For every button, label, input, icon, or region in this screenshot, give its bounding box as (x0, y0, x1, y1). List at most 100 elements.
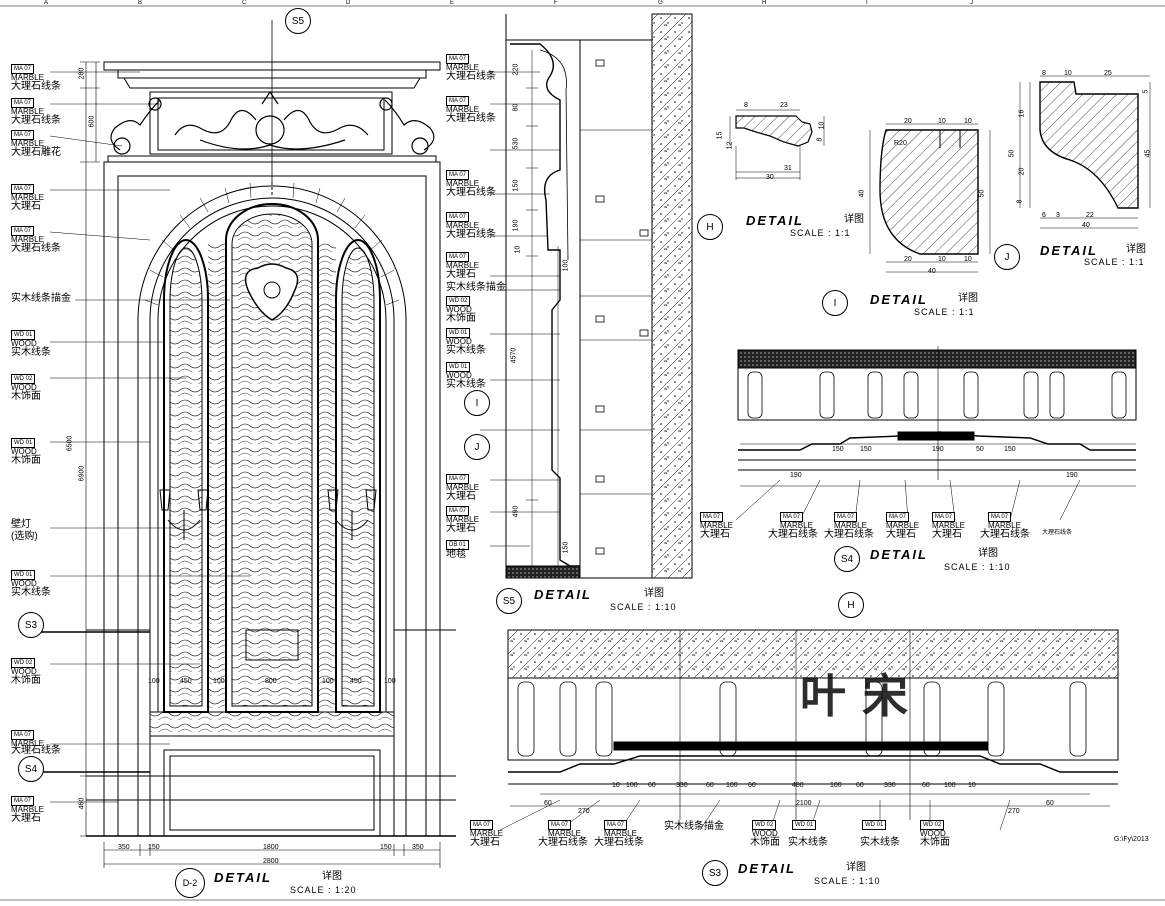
section-marker-s4: S4 (834, 546, 860, 572)
carved-ornament (110, 90, 435, 155)
s3-dim: 60 (648, 782, 656, 789)
label-cn: 实木线条 (11, 347, 51, 358)
main-detail-title: DETAIL (214, 870, 272, 885)
wall-sconce-right (327, 489, 377, 540)
h-dim: 30 (766, 174, 774, 181)
file-path: G:\Fy\2013 (1114, 836, 1149, 843)
i-dim: 40 (928, 268, 936, 275)
s3-detail-scale: SCALE : 1:10 (814, 876, 881, 886)
label-cn: 大理石线条 (980, 529, 1030, 540)
dim-left: 460 (78, 797, 86, 810)
label-cn: 大理石线条 (824, 529, 874, 540)
label-code: WD 01 (11, 438, 36, 448)
label-cn: 大理石线条 (538, 837, 588, 848)
dim-left: 6900 (78, 465, 86, 482)
label-code: MA 07 (470, 820, 494, 830)
label-cn: 实木线条 (788, 837, 828, 848)
label-code: MA 07 (446, 212, 470, 222)
ref-bubble-j: J (464, 434, 490, 460)
s4-detail-title: DETAIL (870, 547, 928, 562)
dim-panel: 450 (350, 678, 362, 685)
s4-detail-title-cn: 详图 (978, 548, 998, 559)
label-en: MARBLE (988, 521, 1021, 530)
label-code: MA 07 (11, 796, 35, 806)
s4-dim: 50 (976, 446, 984, 453)
wall-sconce-left (159, 489, 209, 540)
h-dim: 31 (784, 165, 792, 172)
j-dim: 6 (1042, 212, 1046, 219)
s4-dim: 190 (790, 472, 802, 479)
j-dim: 25 (1104, 70, 1112, 77)
h-dim: 10 (818, 121, 826, 130)
label-cn: 地毯 (446, 549, 466, 560)
label-cn: 大理石 (886, 529, 916, 540)
s3-dim-total: 2100 (796, 800, 812, 807)
label-cn: 大理石线条 (446, 113, 496, 124)
grid-letter-e: E (450, 0, 455, 6)
detail-i (869, 123, 991, 273)
h-dim: 12 (726, 141, 734, 150)
label-cn: 木饰面 (11, 391, 41, 402)
label-en: MARBLE (446, 179, 479, 188)
label-cn: 壁灯 (11, 519, 31, 530)
ref-bubble-j-detail: J (994, 244, 1020, 270)
label-cn: 大理石线条 (446, 229, 496, 240)
section-s3 (499, 629, 1119, 831)
label-en: MARBLE (446, 515, 479, 524)
label-code: WD 02 (920, 820, 945, 830)
label-code: WD 01 (862, 820, 887, 830)
label-en: MARBLE (11, 73, 44, 82)
j-dim: 45 (1144, 149, 1152, 158)
label-en: WOOD (920, 829, 946, 838)
h-dim: 15 (716, 131, 724, 140)
h-dim: 8 (816, 137, 824, 142)
s4-dim: 150 (860, 446, 872, 453)
sheet-border (0, 5, 1165, 901)
watermark-text: 叶 宋 (800, 669, 909, 723)
label-code: MA 07 (11, 130, 35, 140)
label-cn: 大理石 (470, 837, 500, 848)
label-cn: 实木线条描金 (664, 821, 724, 832)
label-code: WD 02 (11, 658, 36, 668)
s3-dim: 270 (1008, 808, 1020, 815)
i-detail-title-cn: 详图 (958, 293, 978, 304)
label-code: MA 07 (548, 820, 572, 830)
j-dim: 40 (1082, 222, 1090, 229)
s5-detail-title: DETAIL (534, 587, 592, 602)
label-cn: 木饰面 (11, 675, 41, 686)
i-dim: 20 (904, 118, 912, 125)
dim-total: 2800 (263, 858, 279, 865)
s3-dim: 60 (544, 800, 552, 807)
s4-dim: 190 (932, 446, 944, 453)
detail-h (729, 109, 825, 180)
label-en: MARBLE (446, 63, 479, 72)
ref-bubble-d2: D-2 (175, 868, 205, 898)
label-en: WOOD (446, 305, 472, 314)
s5-dim: 100 (562, 259, 570, 272)
label-en: MARBLE (11, 739, 44, 748)
main-detail-scale: SCALE : 1:20 (290, 885, 357, 895)
s5-dim: 4570 (510, 347, 518, 364)
main-elevation (20, 20, 456, 868)
ref-bubble-h-s3: H (838, 592, 864, 618)
label-cn: 大理石线条 (11, 745, 61, 756)
label-code: MA 07 (446, 54, 470, 64)
label-code: WD 01 (11, 570, 36, 580)
section-s5 (480, 13, 693, 579)
grid-letter-g: G (658, 0, 663, 6)
label-en: MARBLE (780, 521, 813, 530)
label-en: MARBLE (11, 107, 44, 116)
label-en: WOOD (446, 371, 472, 380)
dim-panel: 100 (148, 678, 160, 685)
s5-dim: 150 (512, 179, 520, 192)
section-marker-s3: S3 (702, 860, 728, 886)
i-dim: R20 (894, 140, 907, 147)
label-en: WOOD (11, 339, 37, 348)
s4-dim: 150 (832, 446, 844, 453)
label-cn: 木饰面 (11, 455, 41, 466)
label-code: MA 07 (11, 730, 35, 740)
label-cn: 实木线条 (446, 345, 486, 356)
section-marker-s3-left: S3 (18, 612, 44, 638)
s4-detail-scale: SCALE : 1:10 (944, 562, 1011, 572)
dim-panel: 800 (265, 678, 277, 685)
